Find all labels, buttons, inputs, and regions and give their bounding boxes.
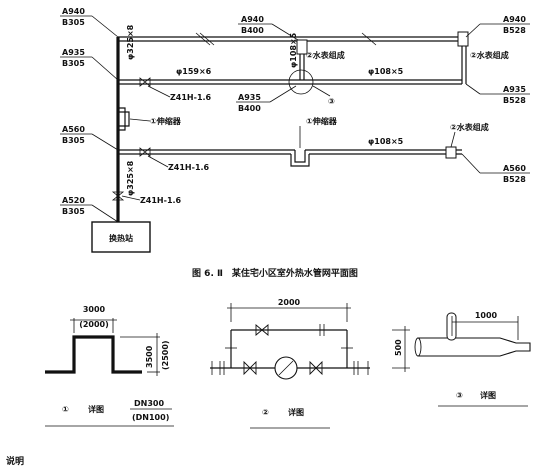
elev-leader (91, 133, 119, 151)
expansion-joint-branch-b (290, 154, 310, 167)
pipe-size-label: φ325×8 (126, 160, 135, 196)
station-label: 换热站 (109, 233, 133, 243)
valve-symbol-2 (139, 147, 151, 157)
elev-label: B400 (238, 104, 261, 113)
meter-box-top (457, 31, 469, 47)
pipe-size-label: φ325×8 (126, 24, 135, 60)
detail3-label: 详图 (480, 390, 496, 400)
plan-caption: 图 6. Ⅱ 某住宅小区室外热水管网平面图 (192, 267, 358, 279)
valve-label: Z41H-1.6 (170, 93, 212, 102)
detail-2: 2000 500 ② 详图 (210, 298, 410, 429)
elev-leader (91, 15, 119, 38)
branch-stub (446, 312, 457, 341)
expansion-label: ①伸缩器 (306, 116, 338, 126)
detail2-label: 详图 (288, 407, 304, 417)
detail1-dim-side: 3500 (145, 345, 154, 368)
meter-label: ②水表组成 (470, 50, 509, 60)
main-valve-right (309, 360, 323, 376)
detail2-dim-top: 2000 (278, 298, 301, 307)
reducer-pipe (417, 337, 531, 357)
detail1-dim-top-paren: (2000) (79, 320, 109, 329)
detail-1: 3000 (2000) 3500 (2500) ① 详图 DN300 (DN10… (45, 305, 174, 427)
elev-leader (269, 85, 297, 103)
elev-label: B528 (503, 26, 526, 35)
elev-label: B400 (241, 26, 264, 35)
valve-leader (147, 85, 171, 98)
elev-label: A940 (503, 15, 526, 24)
pipe-size-label: φ108×5 (368, 137, 404, 146)
detail3-callout-circle (288, 69, 314, 95)
elev-label: A520 (62, 196, 85, 205)
elev-leader (91, 204, 119, 223)
meter-label: ②水表组成 (306, 50, 345, 60)
detail1-dim-side-paren: (2500) (161, 340, 170, 370)
pipe-size-label: φ108×5 (368, 67, 404, 76)
elev-label: B305 (62, 18, 85, 27)
valve-leader (147, 155, 169, 168)
detail1-dn-bottom: (DN100) (132, 413, 169, 422)
valve-label: Z41H-1.6 (168, 163, 210, 172)
detail2-number: ② (262, 408, 269, 417)
detail-3: 1000 ③ 详图 (414, 311, 531, 407)
detail2-dim-side: 500 (394, 339, 403, 356)
valve-symbol-3 (111, 191, 125, 201)
break-mark-2 (199, 32, 215, 46)
elev-label: A560 (503, 164, 526, 173)
detail3-dim: 1000 (475, 311, 498, 320)
elev-label: A935 (503, 85, 526, 94)
elev-label: B528 (503, 175, 526, 184)
elev-leader (271, 23, 299, 41)
valve-symbol-1 (139, 77, 151, 87)
heat-exchange-station-box (91, 221, 151, 253)
expansion-joint-branch (294, 150, 306, 163)
detail1-dim-top: 3000 (83, 305, 106, 314)
detail1-number: ① (62, 405, 69, 414)
elev-leader (465, 23, 481, 38)
pipe-size-label: φ159×6 (176, 67, 212, 76)
valve-label: Z41H-1.6 (140, 196, 182, 205)
plan-view: 换热站 A940 B305 A935 B305 A560 B305 A520 B… (60, 7, 530, 279)
elev-label: B305 (62, 59, 85, 68)
detail1-expansion-pipe (45, 335, 142, 374)
expansion-leader (129, 118, 151, 122)
elev-label: A940 (241, 15, 264, 24)
detail3-number: ③ (456, 391, 463, 400)
detail1-label: 详图 (88, 404, 104, 414)
detail1-dn-top: DN300 (134, 399, 164, 408)
elev-leader (465, 83, 481, 95)
elev-label: B528 (503, 96, 526, 105)
expansion-joint-trunk (118, 107, 126, 131)
detail3-leader (312, 85, 331, 97)
elev-leader (91, 56, 119, 81)
detail3-marker: ③ (328, 97, 335, 106)
elev-label: B305 (62, 207, 85, 216)
meter-box-mid (296, 39, 308, 55)
valve-leader (121, 195, 141, 201)
bypass-valve (255, 324, 269, 336)
elev-label: A940 (62, 7, 85, 16)
main-valve-left (243, 360, 257, 376)
pipe-size-label: φ108×5 (289, 32, 298, 68)
meter-slash (278, 360, 294, 376)
elev-leader (461, 153, 481, 174)
elev-label: A560 (62, 125, 85, 134)
meter-label: ②水表组成 (450, 122, 489, 132)
break-mark-1 (195, 32, 211, 46)
meter-leader (450, 131, 456, 148)
elev-label: A935 (238, 93, 261, 102)
expansion-label: ①伸缩器 (150, 116, 182, 126)
break-mark-3 (361, 32, 377, 46)
expansion-joint-trunk-b (118, 111, 130, 127)
notes-heading: 说明 (6, 455, 24, 467)
elev-label: B305 (62, 136, 85, 145)
pipe-end (414, 337, 422, 357)
elev-label: A935 (62, 48, 85, 57)
meter-box-low (445, 146, 457, 159)
